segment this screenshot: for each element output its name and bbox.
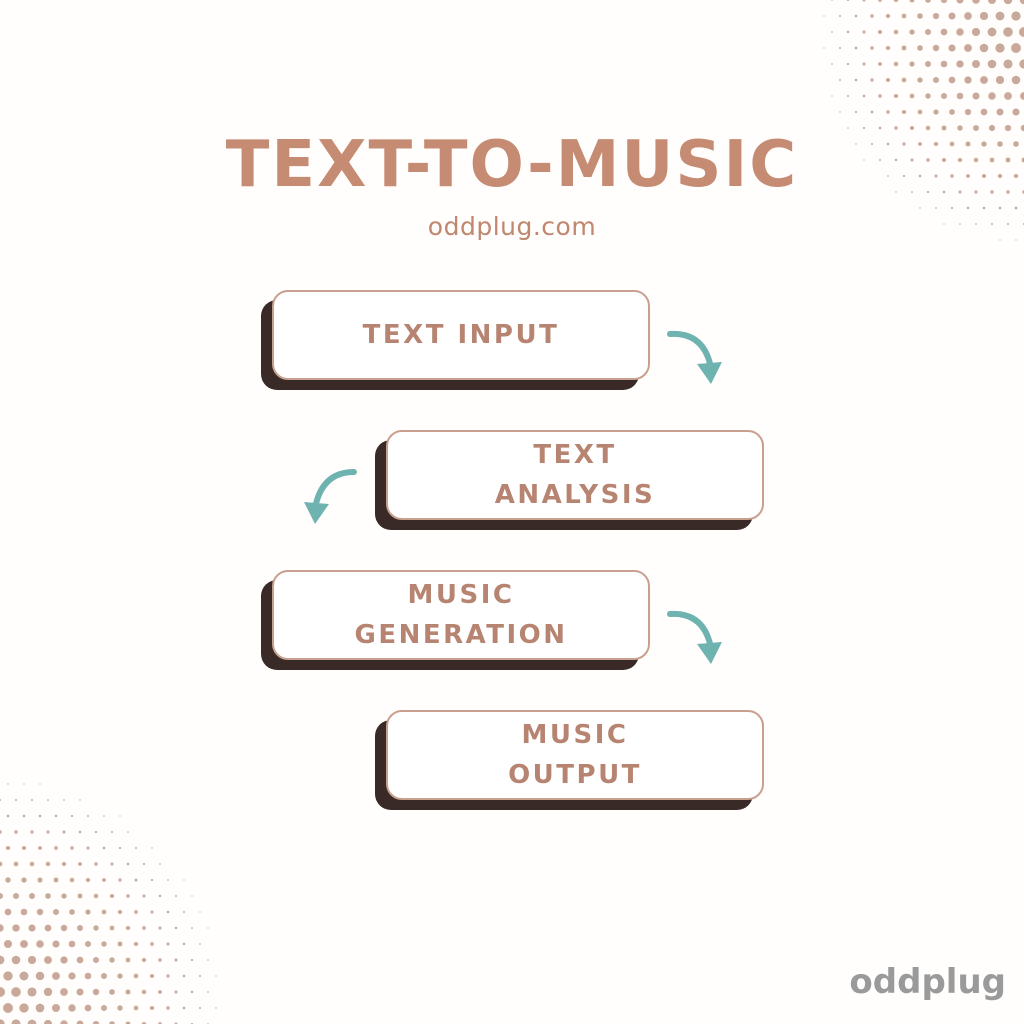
page-title: TEXT-TO-MUSIC: [225, 128, 799, 202]
step-label: TEXT INPUT: [362, 320, 560, 350]
halftone-bottom-left: [0, 783, 217, 1024]
step-text-input: TEXT INPUT: [261, 290, 650, 390]
curved-arrow-right-down-icon: [667, 330, 722, 384]
step-box: TEXT ANALYSIS: [386, 430, 764, 520]
step-music-output: MUSIC OUTPUT: [375, 710, 764, 810]
step-box: TEXT INPUT: [272, 290, 650, 380]
step-box: MUSIC GENERATION: [272, 570, 650, 660]
step-label: MUSIC OUTPUT: [508, 720, 642, 790]
curved-arrow-left-down-icon: [304, 469, 357, 524]
step-text-analysis: TEXT ANALYSIS: [375, 430, 764, 530]
oddplug-logo: oddplug: [849, 962, 1006, 1002]
step-box: MUSIC OUTPUT: [386, 710, 764, 800]
step-label: MUSIC GENERATION: [354, 580, 568, 650]
curved-arrow-right-down-icon: [667, 610, 722, 664]
step-label: TEXT ANALYSIS: [494, 440, 656, 510]
step-music-generation: MUSIC GENERATION: [261, 570, 650, 670]
website-subtitle: oddplug.com: [427, 212, 597, 241]
